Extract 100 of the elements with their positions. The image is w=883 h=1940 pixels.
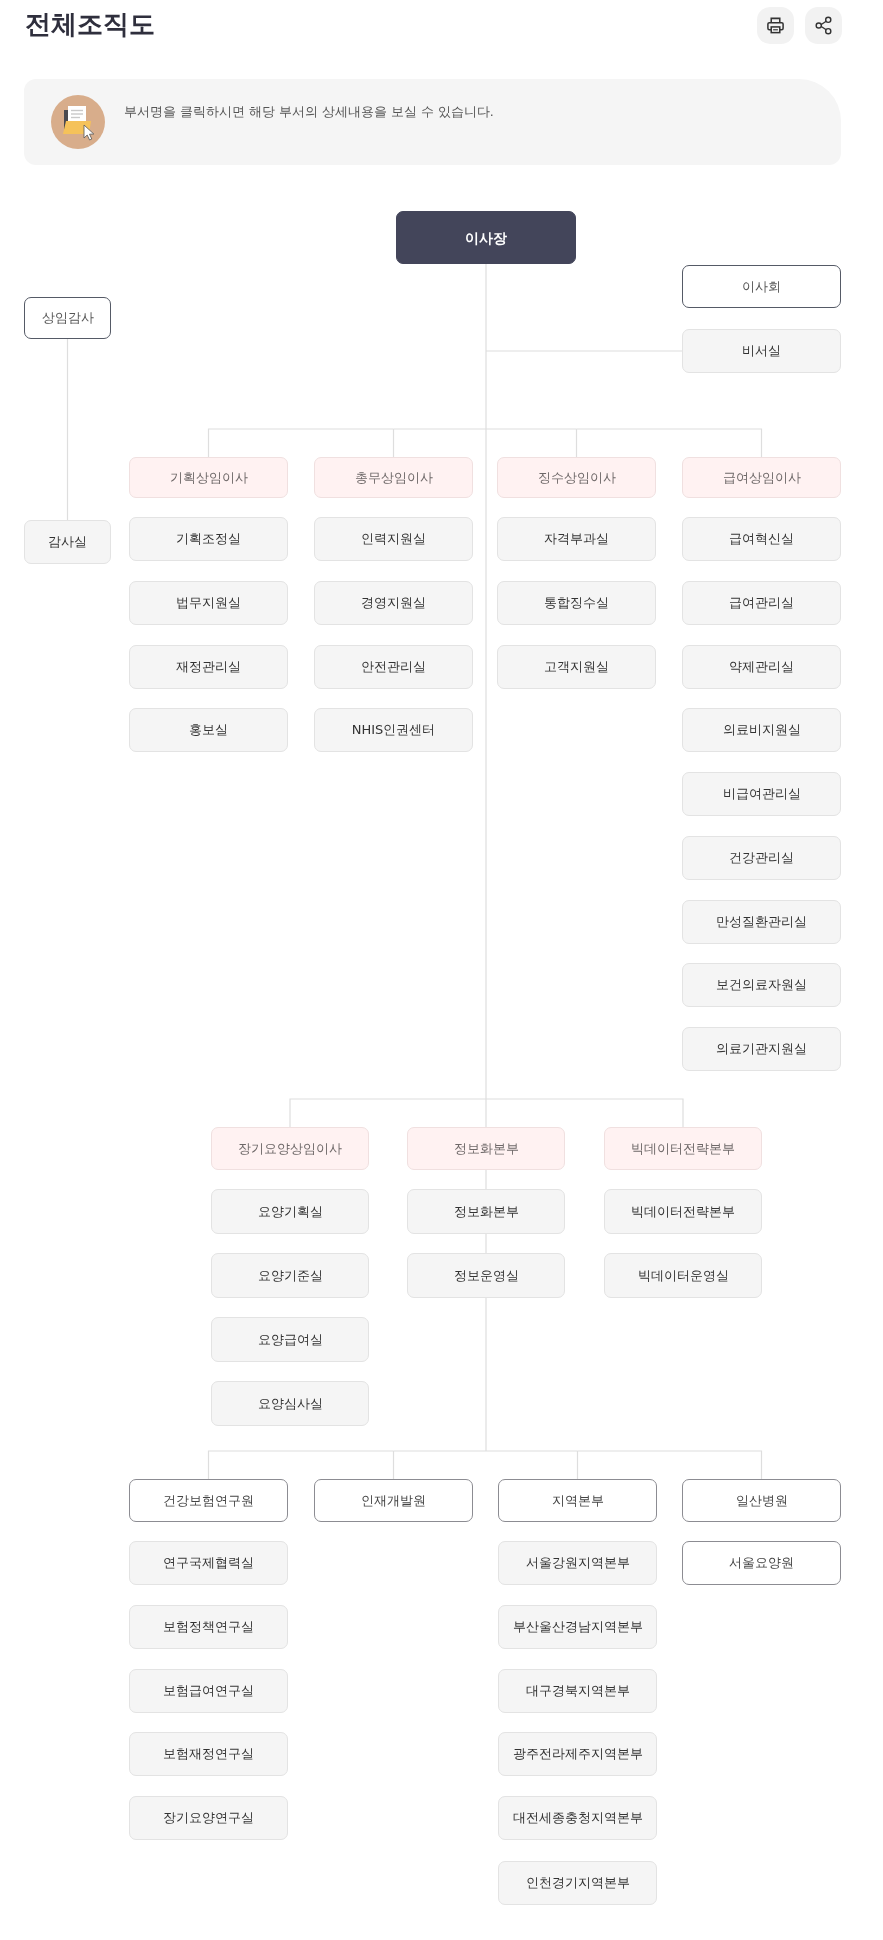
- department-box: [314, 708, 473, 752]
- organization-box: [682, 1541, 841, 1585]
- department-name: 기획조정실: [176, 531, 241, 547]
- division-header-box: [129, 457, 288, 498]
- department-name: 정보운영실: [453, 1267, 519, 1284]
- department-name: 대전세종충청지역본부: [512, 1810, 643, 1826]
- department-name: 만성질환관리실: [716, 914, 807, 930]
- connector-line: [575, 428, 763, 458]
- department-name: 급여혁신실: [729, 531, 794, 547]
- department-box: [129, 1669, 288, 1713]
- department-name: 통합징수실: [544, 595, 609, 611]
- department-box: [498, 1541, 657, 1585]
- department-box: [211, 1381, 369, 1426]
- department-name: 재정관리실: [176, 659, 241, 675]
- info-text: 부서명을 클릭하시면 해당 부서의 상세내용을 보실 수 있습니다.: [124, 103, 494, 121]
- organization-box: [314, 1479, 473, 1522]
- connector-line: [289, 1098, 487, 1128]
- department-name: 광주전라제주지역본부: [512, 1746, 643, 1762]
- department-box: [604, 1253, 762, 1298]
- department-box: [407, 1253, 565, 1298]
- department-box: [129, 708, 288, 752]
- department-box: [129, 1732, 288, 1776]
- organization-box: [682, 1479, 841, 1522]
- connector-line: [485, 1098, 684, 1128]
- division-header-box: [497, 457, 656, 498]
- department-box: [129, 581, 288, 625]
- department-box: [314, 581, 473, 625]
- department-box: [211, 1189, 369, 1234]
- connector-line: [66, 338, 69, 521]
- department-name: 건강관리실: [729, 850, 794, 866]
- division-header-box: [314, 457, 473, 498]
- department-name: 보건의료자원실: [716, 977, 807, 993]
- department-name: 빅데이터전략본부: [631, 1140, 735, 1157]
- organization-box: [24, 297, 111, 339]
- department-name: 대구경북지역본부: [525, 1683, 630, 1699]
- department-name: 법무지원실: [176, 595, 241, 611]
- department-box: [682, 772, 841, 816]
- department-name: 안전관리실: [361, 659, 426, 675]
- page-title: 전체조직도: [25, 8, 155, 41]
- division-header-box: [604, 1127, 762, 1170]
- department-box: [314, 517, 473, 561]
- connector-line: [207, 1450, 395, 1480]
- department-box: [498, 1732, 657, 1776]
- department-name: 빅데이터운영실: [637, 1267, 729, 1284]
- organization-box: [129, 1479, 288, 1522]
- department-box: [682, 329, 841, 373]
- department-box: [604, 1189, 762, 1234]
- department-name: 감사실: [48, 534, 87, 550]
- department-box: [129, 517, 288, 561]
- department-name: 서울요양원: [729, 1555, 794, 1571]
- department-name: 요양기획실: [257, 1203, 323, 1220]
- department-box: [211, 1253, 369, 1298]
- department-name: 이사회: [742, 278, 781, 295]
- department-box: [682, 1027, 841, 1071]
- department-name: 고객지원실: [544, 659, 609, 675]
- department-name: 기획상임이사: [169, 469, 248, 486]
- department-name: 상임감사: [41, 310, 94, 326]
- department-box: [497, 645, 656, 689]
- connector-line: [576, 1450, 579, 1480]
- division-header-box: [211, 1127, 369, 1170]
- department-name: 비서실: [742, 343, 781, 359]
- department-box: [407, 1189, 565, 1234]
- connector-line: [576, 1450, 763, 1480]
- department-box: [497, 517, 656, 561]
- department-box: [24, 520, 111, 564]
- department-name: 홍보실: [189, 722, 228, 738]
- department-name: 보험재정연구실: [163, 1746, 254, 1762]
- department-name: 의료비지원실: [722, 722, 801, 738]
- department-box: [211, 1317, 369, 1362]
- department-box: [682, 900, 841, 944]
- department-name: 비급여관리실: [722, 786, 801, 802]
- department-name: 보험급여연구실: [163, 1683, 254, 1699]
- department-box: [314, 645, 473, 689]
- department-name: NHIS인권센터: [351, 722, 436, 738]
- department-name: 장기요양상임이사: [238, 1140, 342, 1157]
- department-box: [682, 645, 841, 689]
- connector-line: [207, 428, 395, 458]
- department-name: 경영지원실: [361, 595, 426, 611]
- department-name: 인력지원실: [361, 531, 426, 547]
- department-name: 요양심사실: [257, 1395, 323, 1412]
- department-name: 지역본부: [551, 1492, 604, 1509]
- department-name: 서울강원지역본부: [525, 1555, 630, 1571]
- department-name: 인천경기지역본부: [525, 1875, 630, 1891]
- department-name: 일산병원: [735, 1492, 788, 1509]
- department-name: 장기요양연구실: [163, 1810, 254, 1826]
- department-name: 정보화본부: [453, 1140, 519, 1157]
- department-box: [129, 645, 288, 689]
- department-box: [497, 581, 656, 625]
- department-name: 자격부과실: [544, 531, 609, 547]
- head-box: [396, 211, 576, 264]
- department-name: 이사장: [465, 229, 507, 246]
- department-box: [498, 1669, 657, 1713]
- department-name: 의료기관지원실: [716, 1041, 807, 1057]
- department-name: 부산울산경남지역본부: [512, 1619, 643, 1635]
- department-name: 보험정책연구실: [163, 1619, 254, 1635]
- department-box: [129, 1605, 288, 1649]
- department-box: [129, 1796, 288, 1840]
- connector-line: [392, 428, 395, 458]
- connector-line: [392, 1450, 395, 1480]
- department-name: 약제관리실: [729, 659, 794, 675]
